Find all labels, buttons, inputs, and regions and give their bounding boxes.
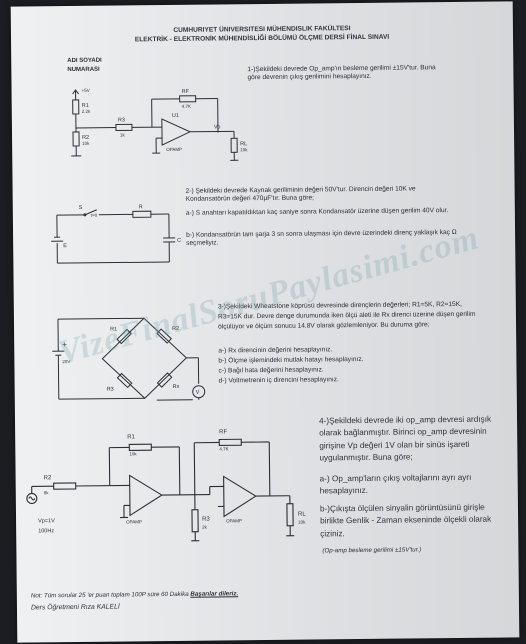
q4-r2-label: R2 <box>44 475 52 481</box>
q3-r2-label: R2 <box>172 326 179 332</box>
question-3-circuit: + 20V R1 R2 R3 Rx V <box>52 317 206 401</box>
q4-rf-label: RF <box>219 429 227 435</box>
question-4-circuit: R2 8k R1 10k RF 4.7K OPAMP OPAMP R3 2k R… <box>26 429 306 542</box>
q1-rf-value: 4.7K <box>182 104 191 109</box>
footer-note-text: Not: Tüm sorular 25 'er puan toplam 100P… <box>30 590 191 600</box>
q3-r1-label: R1 <box>110 327 117 333</box>
question-3-d: d-) Voltmetrenin iç direncini hesaplayın… <box>218 376 339 385</box>
q1-r2-value: 10k <box>82 141 90 146</box>
number-label: NUMARASI <box>67 66 100 74</box>
q4-r3-value: 2k <box>202 525 208 530</box>
q1-u1-label: U1 <box>172 113 179 119</box>
question-2-text: 2-) Şekildeki devrede Kaynak geriliminin… <box>185 185 416 204</box>
q4-rl-value: 10k <box>298 520 306 525</box>
q2-c-label: C <box>177 238 181 244</box>
question-4-b: b-)Çıkışta ölçülen sinyalin görüntüsünü … <box>319 502 492 539</box>
question-1-circuit: +5V R1 2.2k R2 10k R3 1k RF 4.7K U1 OPAM… <box>71 88 248 161</box>
name-label: ADI SOYADI <box>67 57 102 65</box>
q2-switch-time: t=0 <box>91 213 98 218</box>
q1-opamp-label: OPAMP <box>166 147 182 152</box>
q1-r1-label: R1 <box>82 103 89 109</box>
question-2-a: a-) S anahtarı kapatıldıktan kaç saniye … <box>185 207 449 217</box>
question-4-note: (Op-amp besleme gerilimi ±15V'tur.) <box>322 546 422 555</box>
question-3-c: c-) Bağıl hata değerini hesaplayınız. <box>218 366 324 375</box>
q1-rl-value: 10k <box>240 147 248 152</box>
q4-freq-label: 100Hz <box>38 528 54 534</box>
q4-vp-label: Vp=1V <box>38 518 55 524</box>
q2-switch-label: S <box>79 205 83 211</box>
question-4-text: 4-)Şekildeki devrede iki op_amp devresi … <box>318 414 492 463</box>
question-2-circuit: S t=0 R E C <box>51 204 181 264</box>
question-3-b: b-) Ölçme işlemindeki mutlak hatayı hesa… <box>218 355 364 365</box>
q3-rx-label: Rx <box>173 384 180 390</box>
q1-rf-label: RF <box>182 89 190 95</box>
q1-rl-label: RL <box>240 141 247 147</box>
q2-e-label: E <box>63 243 67 249</box>
q4-r3-label: R3 <box>202 517 210 523</box>
q1-r1-value: 2.2k <box>82 109 91 114</box>
q4-r2-value: 8k <box>44 490 50 495</box>
q3-voltmeter-label: V <box>196 390 200 396</box>
q1-r3-value: 1k <box>120 132 126 137</box>
question-2-b: b-) Kondansatörün tam şarja 3 sn sonra u… <box>186 228 457 248</box>
footer-note: Not: Tüm sorular 25 'er puan toplam 100P… <box>31 590 238 600</box>
teacher-name: Ders Öğretmeni Rıza KALELİ <box>30 603 120 612</box>
q3-plus-label: + <box>62 340 67 349</box>
q4-r1-label: R1 <box>127 434 135 440</box>
q4-opamp2-label: OPAMP <box>226 518 242 523</box>
q2-r-label: R <box>139 204 143 210</box>
question-1-text: 1-)Şekildeki devrede Op_amp'ın besleme g… <box>247 64 436 82</box>
q4-rl-label: RL <box>298 512 306 518</box>
question-3-a: a-) Rx direncinin değerini hesaplayınız. <box>218 346 333 355</box>
q3-source-label: 20V <box>62 359 70 364</box>
q1-r3-label: R3 <box>118 117 125 123</box>
q1-r2-label: R2 <box>82 135 89 141</box>
question-3-text: 3-)Şekildeki Wheatstone köprüsü devresin… <box>217 300 476 331</box>
footer-wish: Başarılar dileriz. <box>190 590 239 598</box>
q1-vo-label: Vo <box>214 124 220 130</box>
q3-r3-label: R3 <box>107 387 114 393</box>
q1-supply-label: +5V <box>82 88 90 93</box>
q4-opamp1-label: OPAMP <box>126 519 142 524</box>
question-4-a: a-) Op_amp'ların çıkış voltajlarını ayrı… <box>319 472 472 496</box>
q4-r1-value: 10k <box>129 451 137 456</box>
exam-paper: CUMHURIYET ÜNIVERSITESI MÜHENDISLIK FAKÜ… <box>10 1 520 643</box>
q4-rf-value: 4.7K <box>219 446 228 451</box>
